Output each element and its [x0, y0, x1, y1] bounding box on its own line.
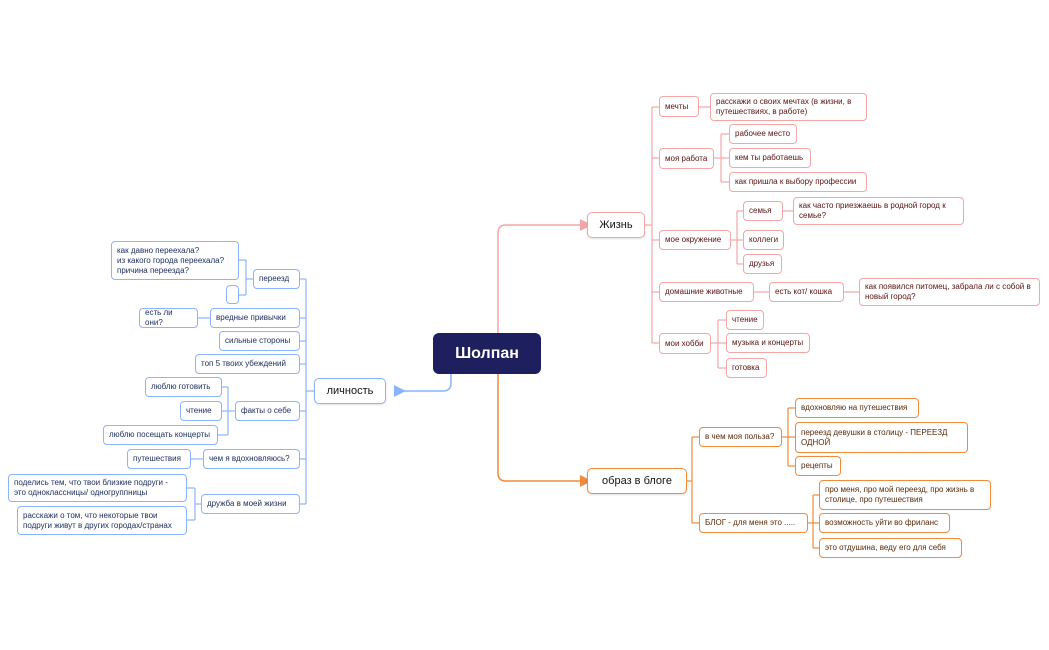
topic-semya-question[interactable]: как часто приезжаешь в родной город к се…: [793, 197, 964, 225]
topic-vdohnovlyayus-item[interactable]: путешествия: [127, 449, 191, 469]
topic-druzhba-item[interactable]: расскажи о том, что некоторые твои подру…: [17, 506, 187, 535]
branch-lichnost[interactable]: личность: [314, 378, 386, 404]
topic-sily[interactable]: сильные стороны: [219, 331, 300, 351]
topic-mechty-question[interactable]: расскажи о своих мечтах (в жизни, в путе…: [710, 93, 867, 121]
topic-pereezd[interactable]: переезд: [253, 269, 300, 289]
topic-mechty[interactable]: мечты: [659, 96, 699, 117]
topic-polza-item[interactable]: вдохновляю на путешествия: [795, 398, 919, 418]
topic-okruzhenie-item[interactable]: друзья: [743, 254, 782, 274]
topic-fakty-item[interactable]: люблю готовить: [145, 377, 222, 397]
topic-fakty-item[interactable]: люблю посещать концерты: [103, 425, 218, 445]
root-topic[interactable]: Шолпан: [433, 333, 541, 374]
topic-fakty[interactable]: факты о себе: [235, 401, 300, 421]
topic-blog-dlya-item[interactable]: это отдушина, веду его для себя: [819, 538, 962, 558]
topic-pereezd-empty[interactable]: [226, 285, 239, 304]
topic-hobbi[interactable]: мои хобби: [659, 333, 711, 354]
topic-okruzhenie[interactable]: мое окружение: [659, 230, 731, 250]
topic-blog-dlya-item[interactable]: возможность уйти во фриланс: [819, 513, 950, 533]
topic-rabota-item[interactable]: кем ты работаешь: [729, 148, 811, 168]
topic-rabota-item[interactable]: рабочее место: [729, 124, 797, 144]
topic-kot[interactable]: есть кот/ кошка: [769, 282, 844, 302]
topic-druzhba-item[interactable]: поделись тем, что твои близкие подруги -…: [8, 474, 187, 502]
topic-ubezhdeniya[interactable]: топ 5 твоих убеждений: [195, 354, 300, 374]
topic-blog-dlya[interactable]: БЛОГ - для меня это .....: [699, 513, 808, 533]
topic-privychki[interactable]: вредные привычки: [210, 308, 300, 328]
topic-vdohnovlyayus[interactable]: чем я вдохновляюсь?: [203, 449, 300, 469]
topic-rabota-item[interactable]: как пришла к выбору профессии: [729, 172, 867, 192]
topic-hobbi-item[interactable]: готовка: [726, 358, 767, 378]
branch-zhizn[interactable]: Жизнь: [587, 212, 645, 238]
topic-zhivotnye[interactable]: домашние животные: [659, 282, 754, 302]
topic-privychki-question[interactable]: есть ли они?: [139, 308, 198, 328]
topic-blog-dlya-item[interactable]: про меня, про мой переезд, про жизнь в с…: [819, 480, 991, 510]
topic-polza-item[interactable]: переезд девушки в столицу - ПЕРЕЕЗД ОДНО…: [795, 422, 968, 453]
topic-rabota[interactable]: моя работа: [659, 148, 714, 169]
topic-druzhba[interactable]: дружба в моей жизни: [201, 494, 300, 514]
topic-pereezd-questions[interactable]: как давно переехала? из какого города пе…: [111, 241, 239, 280]
branch-blog[interactable]: образ в блоге: [587, 468, 687, 494]
topic-hobbi-item[interactable]: музыка и концерты: [726, 333, 810, 353]
topic-fakty-item[interactable]: чтение: [180, 401, 222, 421]
topic-pitomec-question[interactable]: как появился питомец, забрала ли с собой…: [859, 278, 1040, 306]
topic-okruzhenie-item[interactable]: коллеги: [743, 230, 784, 250]
topic-semya[interactable]: семья: [743, 201, 783, 221]
topic-polza[interactable]: в чем моя польза?: [699, 427, 782, 447]
topic-polza-item[interactable]: рецепты: [795, 456, 841, 476]
topic-hobbi-item[interactable]: чтение: [726, 310, 764, 330]
